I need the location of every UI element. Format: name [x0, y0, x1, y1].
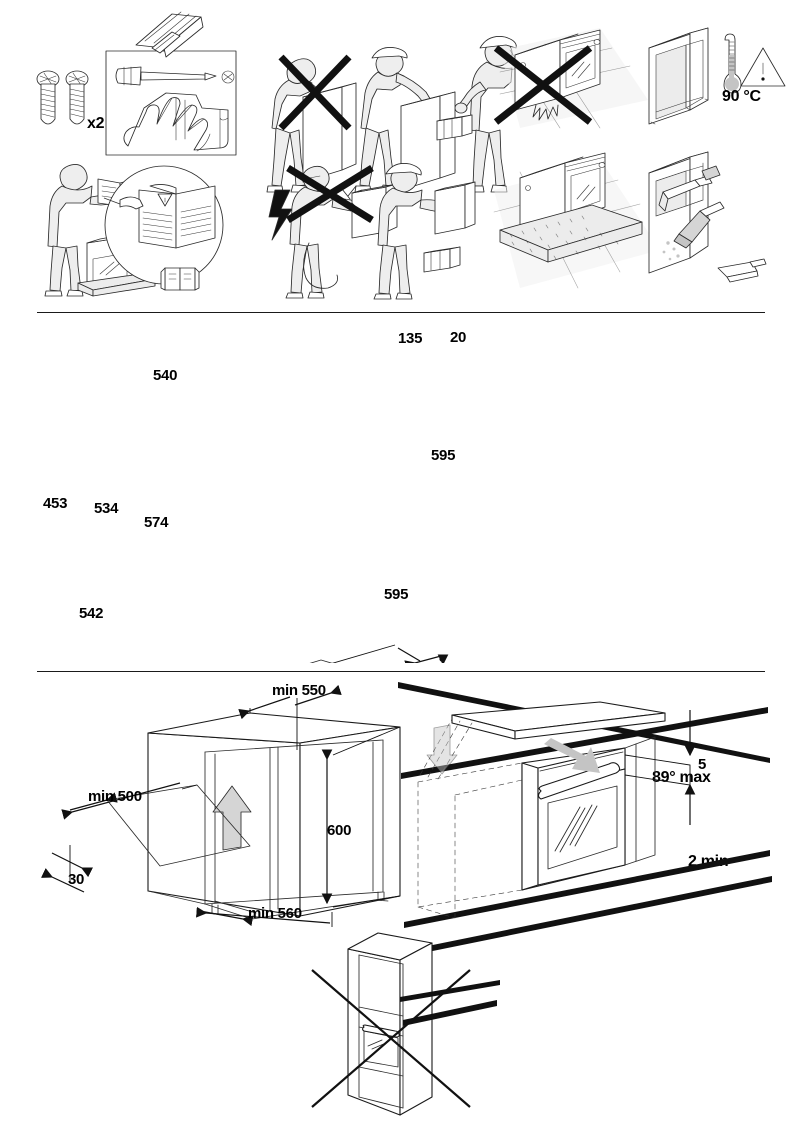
person-carrying-oven-icon [373, 163, 476, 300]
dimension-label-min-560: min 560 [248, 905, 302, 922]
toolbox-icon [436, 114, 473, 141]
dimension-label-574: 574 [144, 514, 169, 531]
oven-without-support-forbidden-icon [493, 28, 648, 129]
section-divider [37, 312, 765, 313]
induction-hob-icon [451, 701, 666, 740]
cabinet-deburring-icon [648, 151, 767, 283]
cabinet-and-hob-drawing [41, 682, 772, 1116]
screw-icon [65, 70, 89, 125]
oven-dimension-drawing [309, 644, 449, 663]
debris-icon [662, 241, 680, 261]
warning-triangle-icon [740, 47, 786, 87]
helmet-icon [371, 47, 408, 59]
thermometer-icon [723, 33, 742, 94]
dimension-label-540: 540 [153, 367, 178, 384]
dimension-label-595-height: 595 [431, 447, 456, 464]
max-temperature-label: 90 °C [722, 88, 761, 105]
section-divider [37, 671, 765, 672]
safety-illustrations [36, 11, 786, 300]
airflow-arrow-icon [212, 785, 252, 851]
dimension-label-595-width: 595 [384, 586, 409, 603]
dimension-label-534: 534 [94, 500, 119, 517]
protective-gloves-icon [123, 92, 229, 152]
magnified-manual-icon [103, 165, 224, 285]
kitchen-cabinet-icon [147, 712, 401, 920]
screw-icon [36, 70, 60, 125]
two-people-lifting-icon [354, 36, 517, 193]
dimension-label-min-500: min 500 [88, 788, 142, 805]
safety-and-preparation-section [0, 0, 802, 300]
dimension-label-542: 542 [79, 605, 104, 622]
screw-count-label: x2 [87, 115, 105, 132]
empty-cabinet-icon [648, 27, 709, 125]
dimension-label-5: 5 [698, 756, 707, 773]
dimension-label-20: 20 [450, 329, 467, 346]
booklet-icon [160, 267, 200, 291]
dimension-label-600: 600 [327, 822, 352, 839]
brush-icon [658, 165, 721, 212]
dimension-label-453: 453 [43, 495, 68, 512]
dimension-label-min-550: min 550 [272, 682, 326, 699]
helmet-icon [385, 163, 422, 176]
scraper-icon [673, 201, 725, 249]
warning-triangle-icon [157, 193, 173, 207]
dimension-label-135: 135 [398, 330, 423, 347]
screwdriver-icon [115, 66, 235, 86]
electric-shock-icon [268, 189, 293, 241]
live-cable-forbidden-icon [285, 165, 398, 299]
packaging-strip-icon [135, 11, 204, 58]
tall-cabinet-oven-icon [311, 932, 500, 1116]
oven-on-support-board-icon [493, 152, 660, 289]
oven-dimensions-section: 540 135 20 453 534 574 542 595 595 89° m… [0, 318, 802, 870]
dimension-label-30: 30 [68, 871, 85, 888]
cabinet-cutout-section: min 550 min 500 30 600 min 560 5 [0, 675, 802, 1134]
insert-oven-arrow-icon [544, 738, 600, 773]
screw-head-icon [221, 70, 235, 84]
toolbox-icon [423, 246, 461, 273]
